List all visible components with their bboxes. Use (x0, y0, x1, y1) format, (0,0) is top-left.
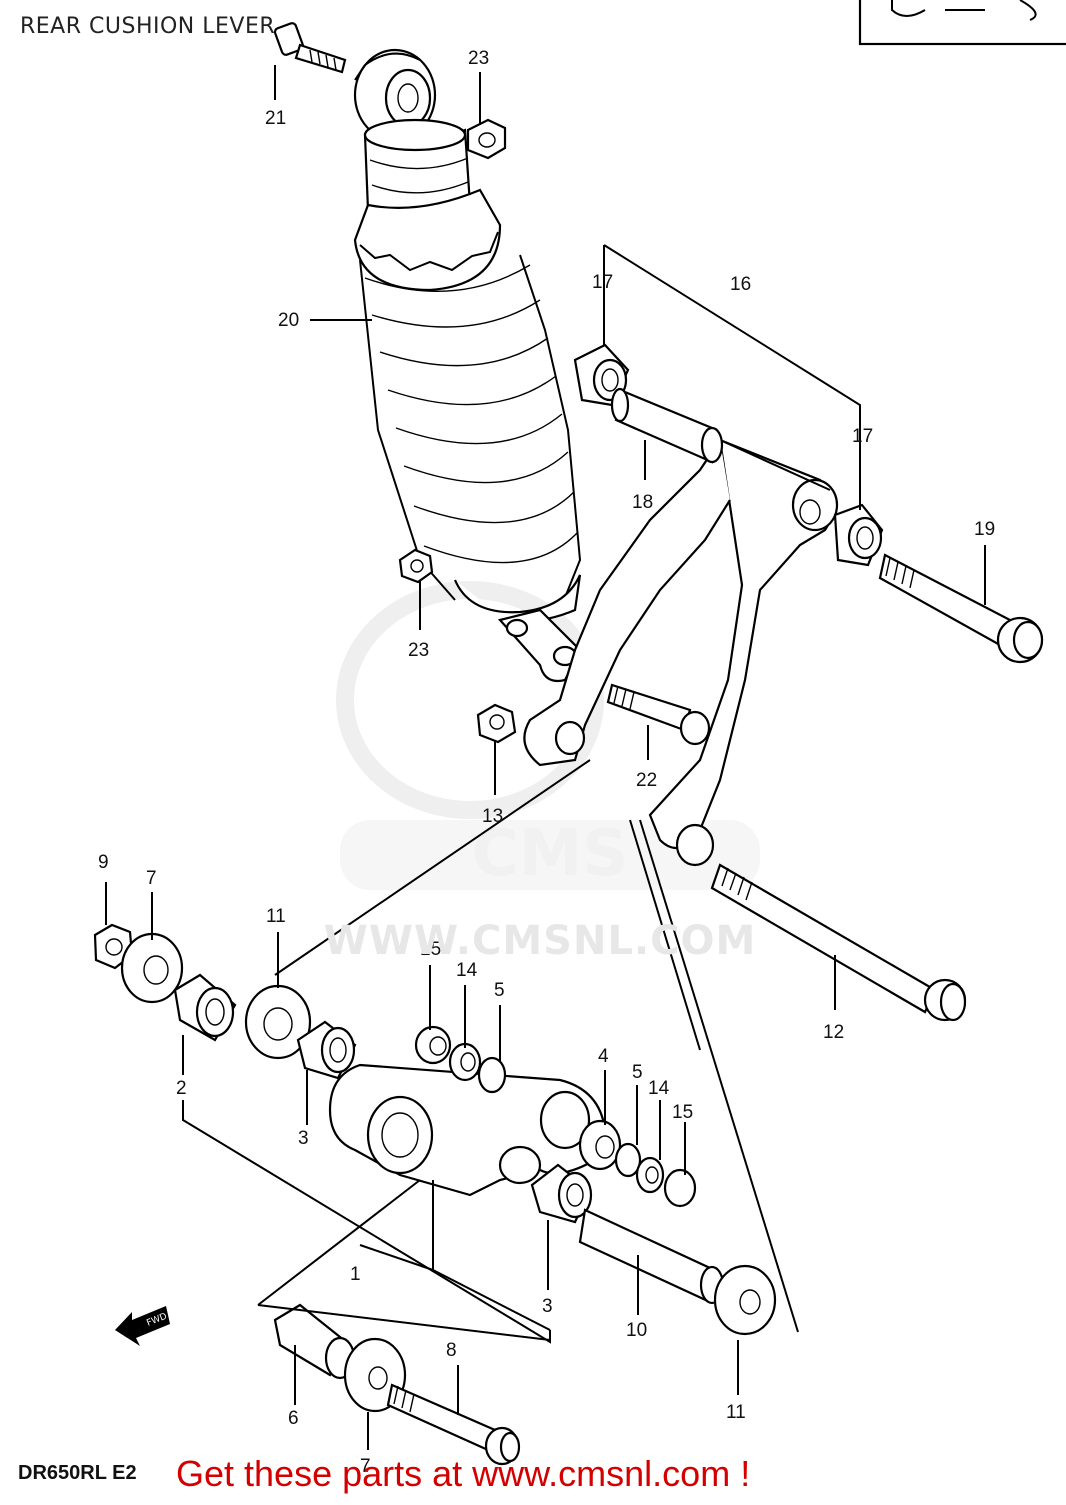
callout-22: 22 (636, 770, 657, 791)
callout-21: 21 (265, 108, 286, 129)
model-code: DR650RL E2 (18, 1462, 137, 1484)
callout-4: 4 (598, 1046, 609, 1067)
callout-23-top: 23 (468, 48, 489, 69)
callout-12: 12 (823, 1022, 844, 1043)
callout-3-lower: 3 (542, 1296, 553, 1317)
watermark-logo: CMS (336, 581, 760, 891)
callout-9: 9 (98, 852, 109, 873)
callout-16: 16 (730, 274, 751, 295)
callout-19: 19 (974, 519, 995, 540)
page-tab (858, 0, 1066, 46)
cushion-rod-link-arm[interactable] (523, 438, 839, 867)
lever-cap-lower[interactable] (663, 1168, 697, 1208)
link-pivot-bolt[interactable] (878, 553, 1044, 664)
callout-7-lower: 7 (360, 1456, 371, 1477)
lever-spacer[interactable] (578, 1208, 725, 1305)
callout-18: 18 (632, 492, 653, 513)
lever-bolt[interactable] (386, 1383, 521, 1466)
forward-arrow-icon: FWD (115, 1306, 170, 1346)
cushion-lever[interactable] (328, 1063, 607, 1197)
lever-bearing-inner-upper[interactable] (296, 1020, 357, 1080)
callout-11-right: 11 (726, 1402, 746, 1423)
shock-nut-lower[interactable] (398, 548, 434, 584)
callout-23-lower: 23 (408, 640, 429, 661)
callout-5-lower: 5 (632, 1062, 643, 1083)
callout-15-lower: 15 (672, 1102, 693, 1123)
callout-20: 20 (278, 310, 299, 331)
rear-shock-absorber[interactable] (353, 48, 582, 683)
link-nut[interactable] (476, 703, 517, 744)
callout-2: 2 (176, 1078, 187, 1099)
callout-14-upper: 14 (456, 960, 478, 981)
shock-upper-bolt[interactable] (273, 22, 347, 74)
lever-seal-upper[interactable] (448, 1042, 482, 1082)
lever-oring-lower[interactable] (614, 1142, 642, 1178)
lever-washer-outer[interactable] (120, 932, 184, 1004)
callout-7-top: 7 (146, 868, 157, 889)
lever-bearing-outer[interactable] (173, 973, 237, 1042)
shock-nut-upper[interactable] (466, 118, 507, 160)
needle-bearing-lower[interactable] (833, 503, 884, 567)
lever-seal-lower[interactable] (635, 1156, 665, 1194)
lever-washer-right[interactable] (713, 1264, 777, 1336)
callout-13: 13 (482, 806, 503, 827)
diagram-title: REAR CUSHION LEVER (20, 14, 276, 39)
callout-17-right: 17 (852, 426, 873, 447)
callout-15-upper: 15 (420, 939, 441, 960)
shock-lower-bolt[interactable] (606, 683, 711, 746)
callout-5-upper: 5 (494, 980, 505, 1001)
callout-17-top: 17 (592, 272, 613, 293)
lever-bearing-right[interactable] (578, 1119, 622, 1171)
svg-text:CMS: CMS (472, 817, 629, 891)
link-spacer[interactable] (610, 387, 724, 464)
promo-link[interactable]: Get these parts at www.cmsnl.com ! (176, 1453, 751, 1494)
callouts: 21 23 20 17 16 17 18 19 23 22 13 9 7 11 … (98, 48, 995, 1477)
callout-1: 1 (350, 1264, 361, 1285)
callout-14-lower: 14 (648, 1078, 670, 1099)
leader-lines (105, 65, 986, 1450)
watermark-url: WWW.CMSNL.COM (323, 918, 757, 964)
callout-8: 8 (446, 1340, 457, 1361)
lever-oring-upper[interactable] (477, 1056, 507, 1094)
callout-6: 6 (288, 1408, 299, 1429)
callout-10: 10 (626, 1320, 647, 1341)
callout-11-left: 11 (266, 906, 286, 927)
lever-cap-upper[interactable] (414, 1025, 452, 1065)
lever-bearing-inner-lower[interactable] (530, 1163, 593, 1224)
lever-long-bolt[interactable] (710, 863, 967, 1022)
callout-3-upper: 3 (298, 1128, 309, 1149)
